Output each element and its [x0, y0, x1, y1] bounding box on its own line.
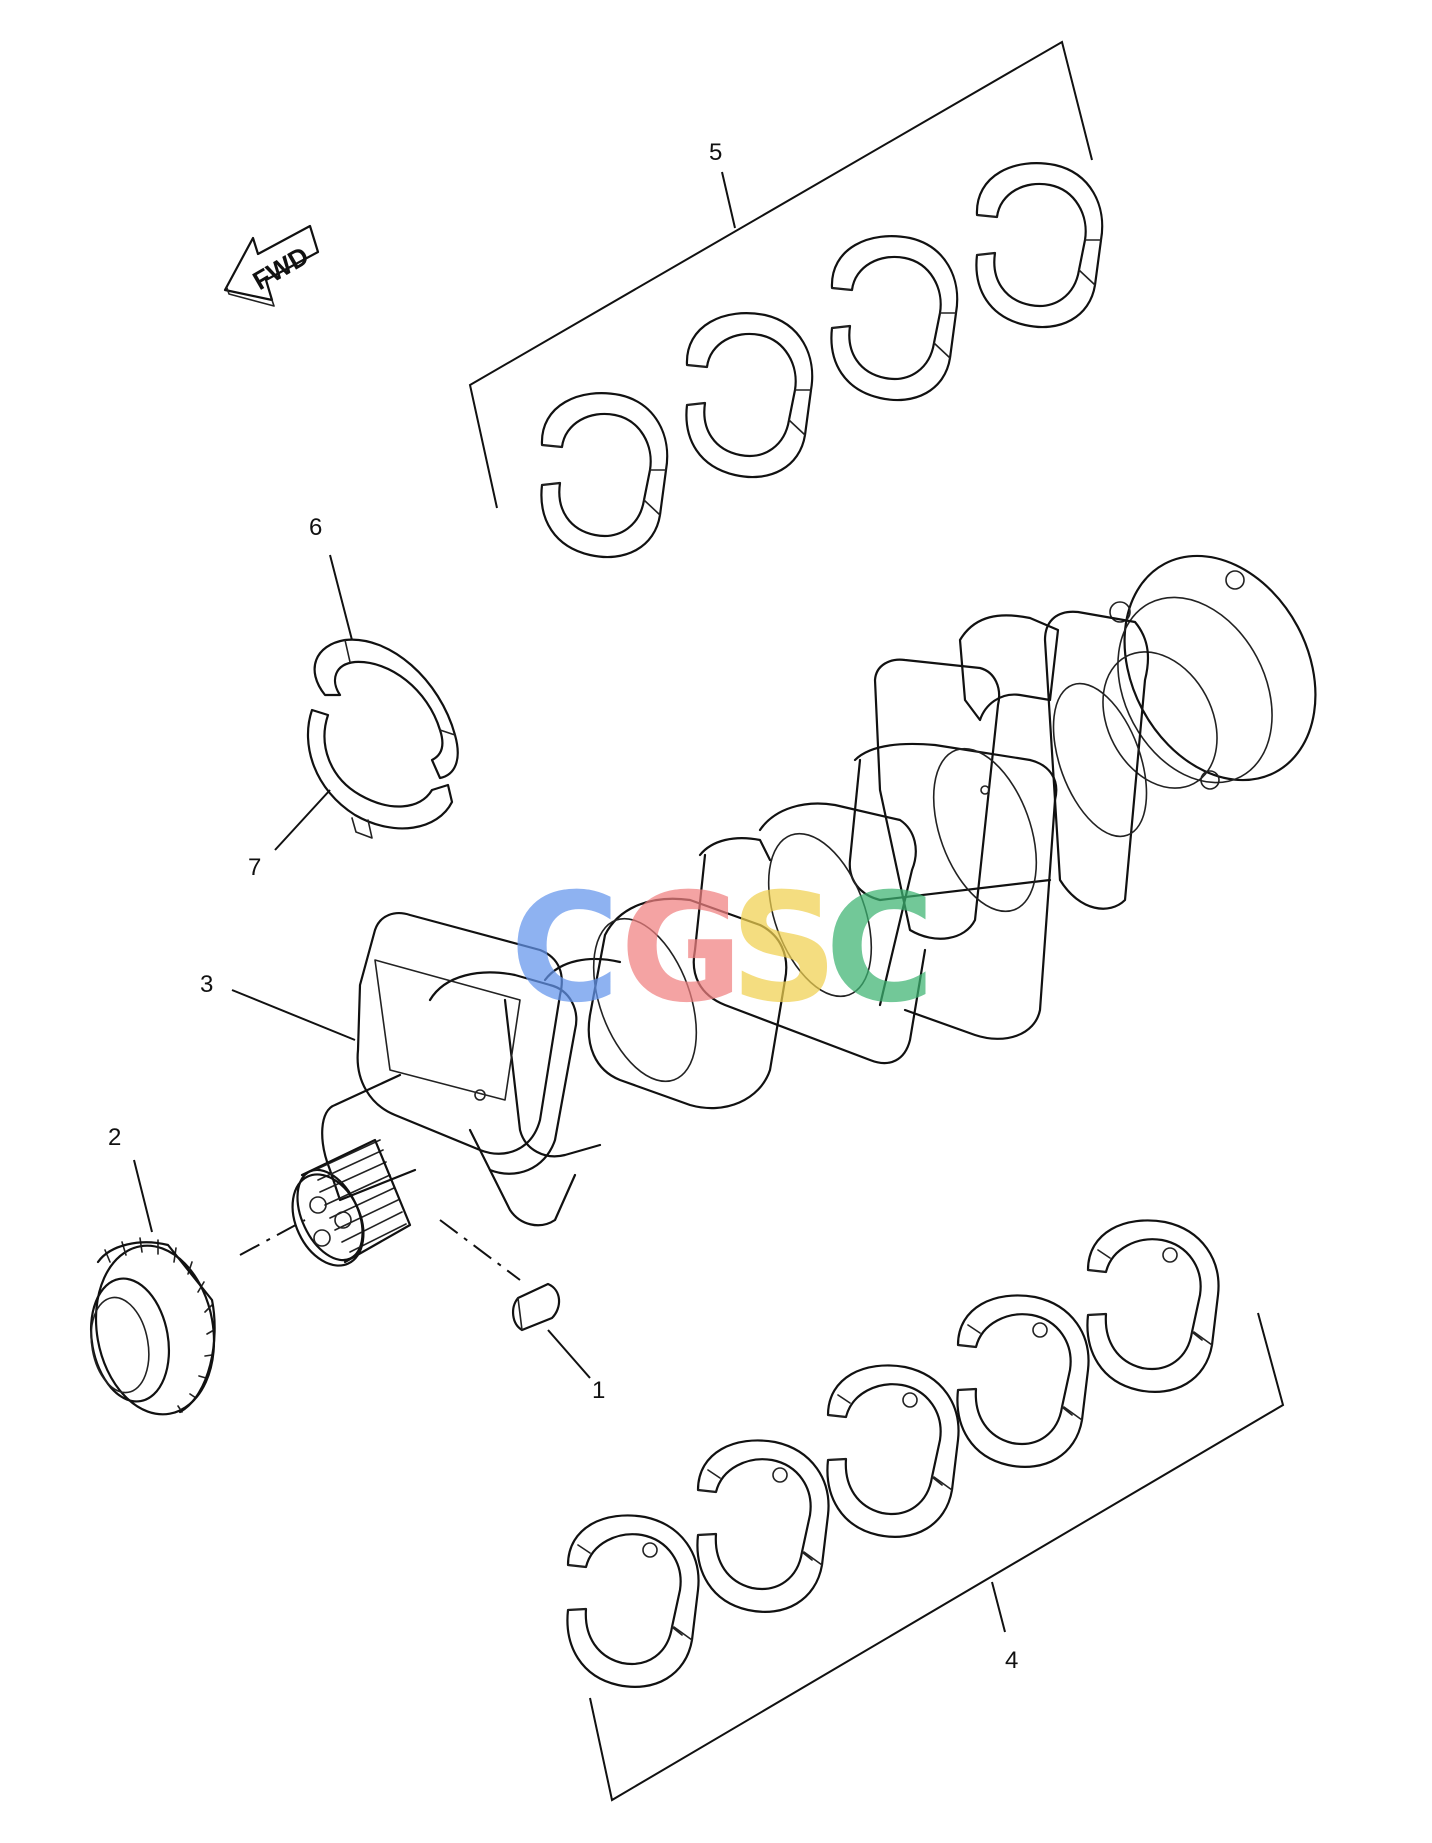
upper-bearings-bracket — [468, 40, 1093, 509]
crankshaft-gear — [89, 1237, 216, 1416]
leader-7 — [274, 789, 331, 851]
woodruff-key — [512, 1282, 561, 1332]
forward-direction-arrow-icon: FWD — [223, 224, 320, 307]
upper-main-bearings — [540, 162, 1104, 559]
leader-3 — [231, 989, 356, 1041]
thrust-washer-upper — [313, 638, 459, 780]
key-alignment-line — [439, 1219, 521, 1281]
callout-1: 1 — [592, 1377, 605, 1404]
watermark-letter-1: C — [510, 862, 620, 1036]
callout-7: 7 — [248, 854, 261, 881]
watermark-letter-3: S — [730, 862, 838, 1036]
callout-2: 2 — [108, 1124, 121, 1151]
callout-4: 4 — [1005, 1647, 1018, 1674]
callout-6: 6 — [309, 514, 322, 541]
watermark-letter-4: C — [825, 862, 935, 1036]
crankshaft — [291, 554, 1317, 1267]
watermark-letter-2: G — [620, 862, 743, 1036]
thrust-washer-lower — [306, 708, 454, 839]
lower-bearings-bracket — [589, 1312, 1285, 1802]
leader-1 — [547, 1329, 591, 1379]
callout-5: 5 — [709, 139, 722, 166]
gear-alignment-line — [239, 1219, 306, 1256]
lower-main-bearings — [566, 1219, 1220, 1688]
cgsc-watermark: C G S C — [510, 862, 935, 1036]
leader-6 — [329, 554, 353, 641]
callout-3: 3 — [200, 971, 213, 998]
leader-2 — [133, 1159, 153, 1233]
